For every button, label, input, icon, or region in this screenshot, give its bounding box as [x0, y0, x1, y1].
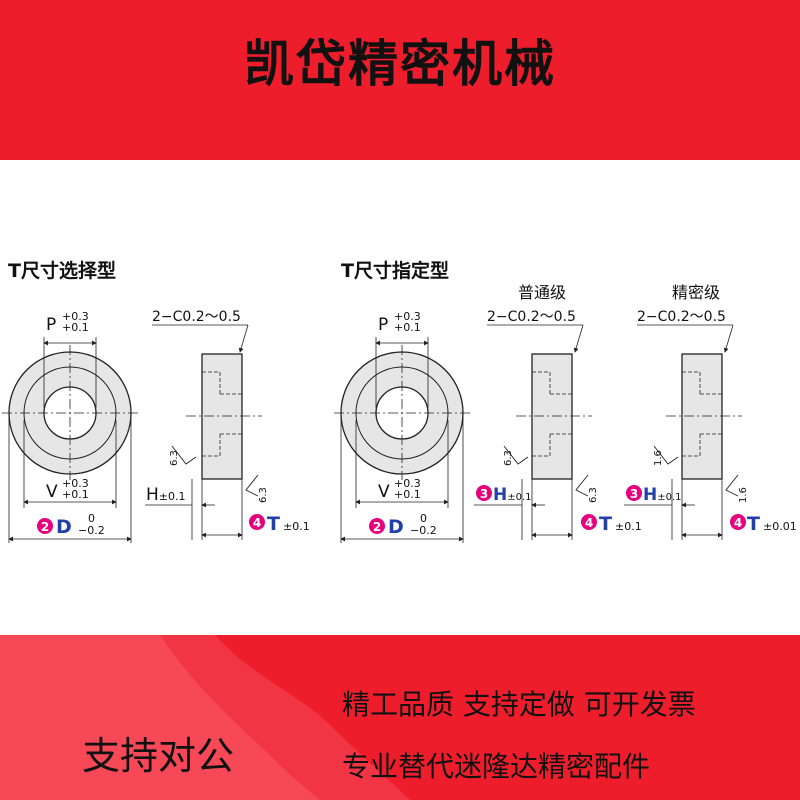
d-tol-lower-right: −0.2 [410, 524, 437, 537]
roughness-precision-2: 1.6 [738, 487, 749, 503]
section-title-left: T尺寸选择型 [8, 259, 116, 282]
h-label-normal: H±0.1 [493, 485, 532, 505]
v-label-left: V [46, 482, 58, 502]
feature-line-2: 专业替代迷隆达精密配件 [342, 750, 651, 783]
t-letter-left: T [267, 513, 280, 535]
slogan: 支持对公 [82, 734, 235, 778]
t-letter-precision: T [747, 513, 760, 535]
top-banner: 凯岱精密机械 [0, 0, 800, 160]
technical-drawing: T尺寸选择型 P +0.3 +0.1 V +0.3 +0.1 2 D 0 −0.… [2, 259, 797, 543]
roughness-left-1: 6.3 [169, 450, 180, 466]
roughness-left-2: 6.3 [258, 487, 269, 503]
chamfer-label-normal: 2−C0.2～0.5 [487, 309, 576, 325]
grade-precision-label: 精密级 [672, 283, 720, 302]
badge-4-left-num: 4 [253, 516, 261, 530]
washer-front-view-right [334, 345, 472, 480]
p-label-left: P [46, 315, 56, 335]
v-tol-upper-right: +0.3 [394, 477, 421, 490]
d-tol-upper-right: 0 [420, 512, 427, 525]
v-tol-upper-left: +0.3 [62, 477, 89, 490]
badge-4-normal [581, 514, 597, 530]
badge-4-left [249, 514, 265, 530]
badge-2-right-num: 2 [373, 520, 381, 534]
h-label-left: H±0.1 [146, 485, 186, 505]
badge-4-precision-num: 4 [734, 516, 742, 530]
badge-3-normal-num: 3 [480, 487, 488, 501]
v-tol-lower-left: +0.1 [62, 488, 89, 501]
washer-side-view-left [186, 353, 262, 480]
h-label-precision: H±0.1 [643, 485, 682, 505]
brand-title: 凯岱精密机械 [244, 35, 556, 93]
feature-line-1: 精工品质 支持定做 可开发票 [342, 688, 696, 721]
p-tol-lower-right: +0.1 [394, 321, 421, 334]
section-title-right: T尺寸指定型 [341, 259, 449, 282]
badge-4-normal-num: 4 [585, 516, 593, 530]
v-label-right: V [378, 482, 390, 502]
t-tol-left: ±0.1 [283, 520, 310, 533]
t-tol-normal: ±0.1 [615, 520, 642, 533]
washer-side-view-precision [666, 353, 742, 480]
badge-2-left [37, 518, 53, 534]
bottom-banner: 支持对公 精工品质 支持定做 可开发票 专业替代迷隆达精密配件 [0, 635, 800, 800]
badge-2-right [369, 518, 385, 534]
badge-3-precision-num: 3 [630, 487, 638, 501]
d-letter-left: D [56, 516, 72, 538]
roughness-precision-1: 1.6 [653, 450, 664, 466]
chamfer-label-left: 2−C0.2～0.5 [152, 309, 241, 325]
p-tol-lower-left: +0.1 [62, 321, 89, 334]
d-tol-lower-left: −0.2 [78, 524, 105, 537]
chamfer-label-precision: 2−C0.2～0.5 [637, 309, 726, 325]
roughness-normal-2: 6.3 [588, 487, 599, 503]
d-tol-upper-left: 0 [88, 512, 95, 525]
washer-side-view-normal [516, 353, 592, 480]
wave-decoration [0, 635, 410, 800]
v-tol-lower-right: +0.1 [394, 488, 421, 501]
technical-drawing-area: T尺寸选择型 P +0.3 +0.1 V +0.3 +0.1 2 D 0 −0.… [0, 160, 800, 635]
badge-4-precision [730, 514, 746, 530]
badge-2-left-num: 2 [41, 520, 49, 534]
roughness-normal-1: 6.3 [503, 450, 514, 466]
t-letter-normal: T [599, 513, 612, 535]
badge-3-normal [476, 485, 492, 501]
p-tol-upper-left: +0.3 [62, 310, 89, 323]
badge-3-precision [626, 485, 642, 501]
t-tol-precision: ±0.01 [763, 520, 797, 533]
washer-front-view-left [2, 345, 140, 480]
grade-normal-label: 普通级 [518, 283, 566, 302]
d-letter-right: D [388, 516, 404, 538]
p-label-right: P [378, 315, 388, 335]
p-tol-upper-right: +0.3 [394, 310, 421, 323]
